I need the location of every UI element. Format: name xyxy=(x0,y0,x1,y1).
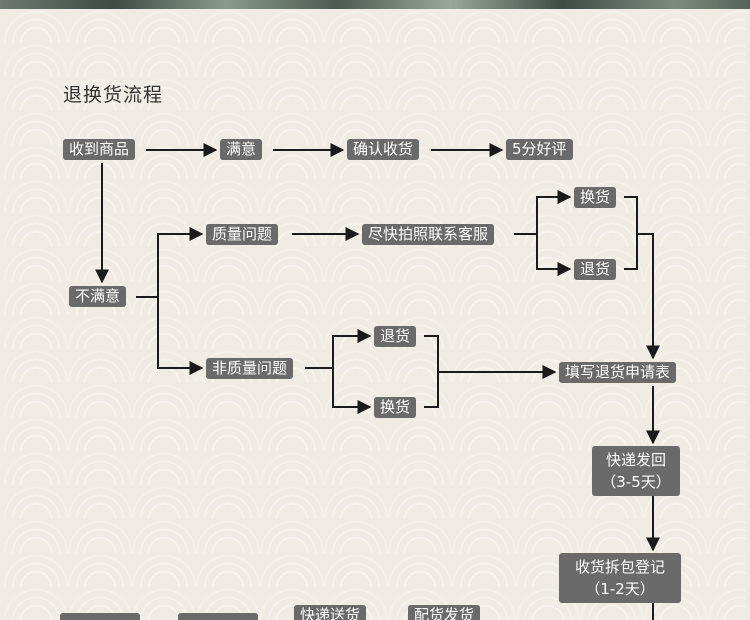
node-dispatch: 配货发货 xyxy=(408,605,481,620)
node-express-back-line2: （3-5天） xyxy=(601,473,671,491)
node-register: 收货拆包登记 （1-2天） xyxy=(559,553,681,603)
node-non-quality-issue: 非质量问题 xyxy=(206,358,294,379)
arrow-unsatisfied-nonquality xyxy=(157,297,204,375)
arrow-merge1-fillform xyxy=(637,233,660,360)
node-received: 收到商品 xyxy=(63,139,136,160)
node-return-1: 退货 xyxy=(574,259,617,280)
node-register-line1: 收货拆包登记 xyxy=(574,558,665,576)
node-five-star: 5分好评 xyxy=(506,139,573,160)
flowchart-panel xyxy=(4,9,746,620)
node-cut-1 xyxy=(60,613,140,620)
page-title: 退换货流程 xyxy=(63,84,164,106)
arrow-unsatisfied-quality xyxy=(136,227,204,298)
arrow-photo-exchange xyxy=(514,190,572,235)
arrow-photo-return xyxy=(536,234,572,276)
node-cut-2 xyxy=(178,613,258,620)
header-image-strip xyxy=(0,0,750,9)
node-confirm-receipt: 确认收货 xyxy=(347,139,420,160)
node-quality-issue: 质量问题 xyxy=(206,224,279,245)
node-express-back-line1: 快递发回 xyxy=(605,451,666,469)
node-register-line2: （1-2天） xyxy=(585,580,655,598)
node-photo-contact: 尽快拍照联系客服 xyxy=(362,224,495,245)
arrow-nonquality-exchange xyxy=(332,368,372,414)
bracket-merge-2 xyxy=(424,335,439,408)
bracket-merge-1 xyxy=(624,196,638,270)
node-satisfied: 满意 xyxy=(220,139,263,160)
node-express-send: 快递送货 xyxy=(294,605,367,620)
node-fill-form: 填写退货申请表 xyxy=(559,362,677,383)
node-exchange-2: 换货 xyxy=(374,397,417,418)
node-return-2: 退货 xyxy=(374,326,417,347)
arrow-nonquality-return xyxy=(305,329,372,369)
node-unsatisfied: 不满意 xyxy=(69,286,127,307)
node-express-back: 快递发回 （3-5天） xyxy=(592,446,680,496)
node-exchange-1: 换货 xyxy=(574,187,617,208)
